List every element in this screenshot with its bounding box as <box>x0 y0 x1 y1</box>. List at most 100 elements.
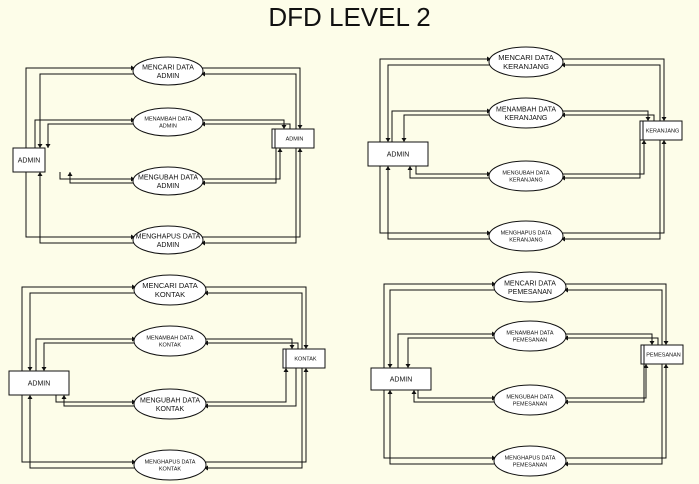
process-ellipse <box>488 46 564 78</box>
flow-arrowhead <box>201 71 205 77</box>
flow-line <box>561 110 649 121</box>
flow-arrowhead <box>61 395 67 399</box>
flow-arrowhead <box>663 341 669 345</box>
flow-line <box>201 67 301 129</box>
process-label: MENGUBAH DATA <box>502 171 549 177</box>
flow-line <box>21 286 136 371</box>
flow-arrowhead <box>132 459 136 465</box>
flow-line <box>561 64 661 121</box>
process-ellipse <box>493 271 567 303</box>
process-ellipse <box>133 325 207 357</box>
flow-line <box>47 123 135 148</box>
flow-line <box>69 172 135 184</box>
flow-arrowhead <box>411 390 417 394</box>
process-label: KERANJANG <box>509 178 543 184</box>
process-label: MENCARI DATA <box>142 281 198 290</box>
flow-line <box>561 140 665 234</box>
flow-line <box>564 364 645 403</box>
data-store-box <box>271 128 315 149</box>
process-label: MENAMBAH DATA <box>144 117 191 123</box>
process-label: PEMESANAN <box>513 463 548 469</box>
flow-arrowhead <box>283 368 289 372</box>
flow-line <box>204 338 293 349</box>
flow-arrowhead <box>289 345 295 349</box>
flow-line <box>204 368 287 403</box>
flow-line <box>63 395 136 407</box>
flow-arrowhead <box>641 140 647 144</box>
flow-line <box>43 342 136 371</box>
process-label: KERANJANG <box>503 62 549 71</box>
process-ellipse <box>132 225 204 255</box>
flow-arrowhead <box>643 364 649 368</box>
flow-line <box>564 289 663 345</box>
process-label: MENAMBAH DATA <box>506 331 553 337</box>
flow-line <box>403 114 491 142</box>
flow-line <box>383 283 496 368</box>
process-label: MENAMBAH DATA <box>496 106 556 113</box>
flow-line <box>39 172 135 244</box>
flow-arrowhead <box>661 140 667 144</box>
flow-line <box>201 73 297 129</box>
data-store-label: KERANJANG <box>646 129 680 135</box>
flow-arrowhead <box>649 341 655 345</box>
external-entity-box <box>370 367 432 391</box>
flow-line <box>561 140 661 240</box>
flow-line <box>204 368 307 463</box>
data-store-box <box>639 120 683 141</box>
flow-arrowhead <box>661 117 667 121</box>
flow-arrowhead <box>67 172 73 176</box>
flow-line <box>25 172 135 238</box>
flow-arrowhead <box>201 240 205 246</box>
flow-arrowhead <box>297 148 303 152</box>
process-ellipse <box>133 388 207 420</box>
flow-line <box>201 148 277 184</box>
flow-line <box>564 364 647 399</box>
flow-arrowhead <box>303 368 309 372</box>
process-label: MENCARI DATA <box>142 64 194 71</box>
flow-arrowhead <box>401 138 407 142</box>
flow-line <box>561 140 641 179</box>
process-label: PEMESANAN <box>508 289 552 296</box>
process-ellipse <box>493 384 567 416</box>
flow-line <box>561 114 655 121</box>
flow-line <box>409 166 491 179</box>
flow-line <box>561 58 665 121</box>
flow-line <box>564 364 663 465</box>
flow-arrowhead <box>37 144 43 148</box>
flow-line <box>21 395 136 463</box>
process-ellipse <box>493 320 567 352</box>
flow-arrowhead <box>492 281 496 287</box>
process-label: ADMIN <box>157 183 180 190</box>
process-label: MENCARI DATA <box>504 280 556 287</box>
process-label: ADMIN <box>159 124 177 130</box>
flow-line <box>204 292 303 349</box>
flow-arrowhead <box>645 117 651 121</box>
flow-line <box>29 395 136 469</box>
process-label: MENGHAPUS DATA <box>145 460 196 466</box>
flow-arrowhead <box>281 125 287 129</box>
flow-line <box>201 148 297 244</box>
flow-line <box>204 342 299 349</box>
external-entity-box <box>8 370 70 396</box>
flow-line <box>564 337 659 345</box>
flow-line <box>387 166 491 240</box>
process-label: MENGUBAH DATA <box>138 174 198 181</box>
flow-arrowhead <box>297 125 303 129</box>
process-label: ADMIN <box>157 73 180 80</box>
flow-line <box>397 333 496 368</box>
flow-arrowhead <box>385 138 391 142</box>
process-ellipse <box>132 56 204 86</box>
external-entity-box <box>12 147 46 173</box>
flow-line <box>35 338 136 371</box>
flow-line <box>39 73 135 148</box>
flow-arrowhead <box>204 465 208 471</box>
flow-arrowhead <box>204 290 208 296</box>
process-label: KONTAK <box>155 290 185 299</box>
external-entity-box <box>367 141 429 167</box>
external-entity-label: ADMIN <box>390 377 413 384</box>
data-store-box <box>282 348 326 369</box>
process-label: KERANJANG <box>505 115 548 122</box>
process-label: MENGHAPUS DATA <box>136 233 201 240</box>
